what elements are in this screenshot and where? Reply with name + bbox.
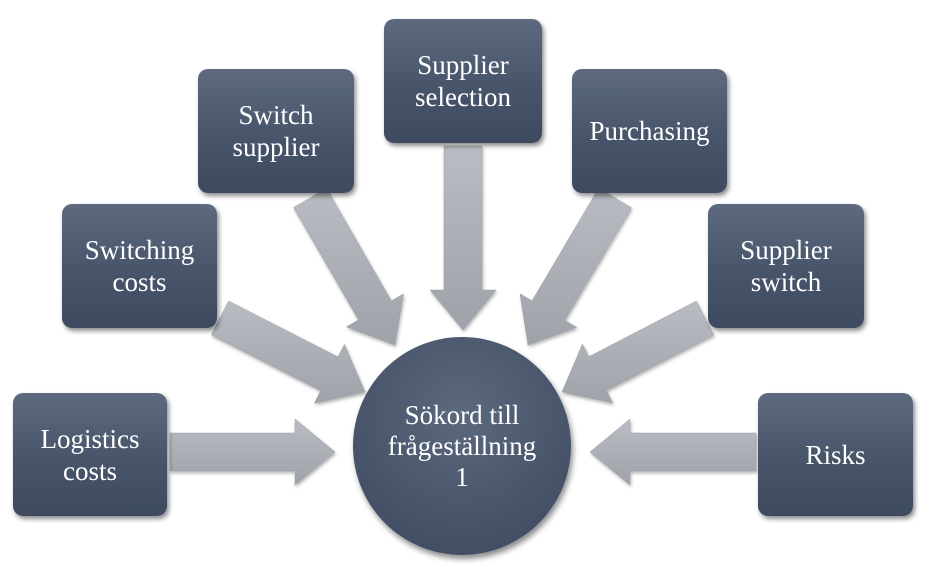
node-label: Logistics costs <box>40 423 140 486</box>
node-switching-costs: Switching costs <box>62 204 217 328</box>
center-label: Sökord till frågeställning 1 <box>387 399 537 492</box>
arrow-supplier-switch <box>561 300 715 404</box>
arrow-purchasing <box>519 187 632 346</box>
node-supplier-switch: Supplier switch <box>708 204 864 328</box>
node-purchasing: Purchasing <box>572 69 727 193</box>
node-label: Supplier switch <box>740 235 832 297</box>
center-node: Sökord till frågeställning 1 <box>353 337 571 555</box>
node-switch-supplier: Switch supplier <box>198 69 354 193</box>
node-risks: Risks <box>758 393 913 516</box>
node-supplier-selection: Supplier selection <box>384 19 542 143</box>
arrow-supplier-selection <box>429 145 497 331</box>
node-label: Switching costs <box>84 235 195 297</box>
node-label: Switch supplier <box>232 100 320 162</box>
node-logistics-costs: Logistics costs <box>13 393 167 516</box>
node-label: Purchasing <box>589 116 710 146</box>
arrow-logistics-costs <box>169 418 336 486</box>
arrow-switch-supplier <box>293 188 404 346</box>
arrow-switching-costs <box>211 300 366 404</box>
node-label: Supplier selection <box>415 50 511 112</box>
arrow-risks <box>589 418 757 486</box>
node-label: Risks <box>805 439 866 470</box>
